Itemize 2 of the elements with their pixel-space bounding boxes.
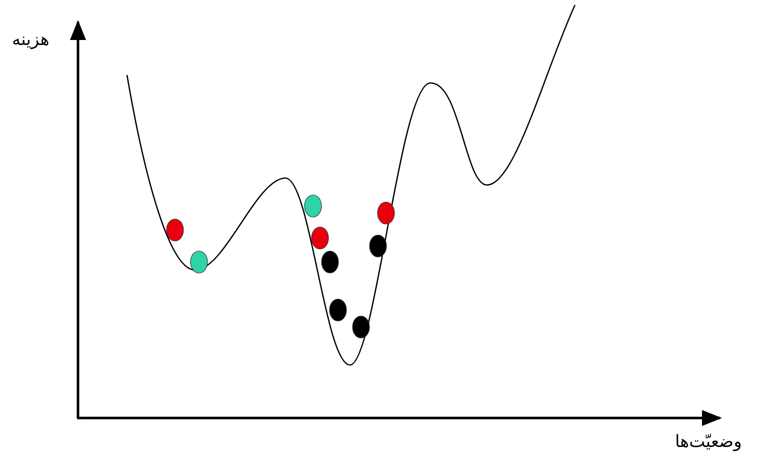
y-axis-label: هزینه (12, 30, 50, 50)
x-axis-label: وضعیّت‌ها (675, 432, 742, 452)
